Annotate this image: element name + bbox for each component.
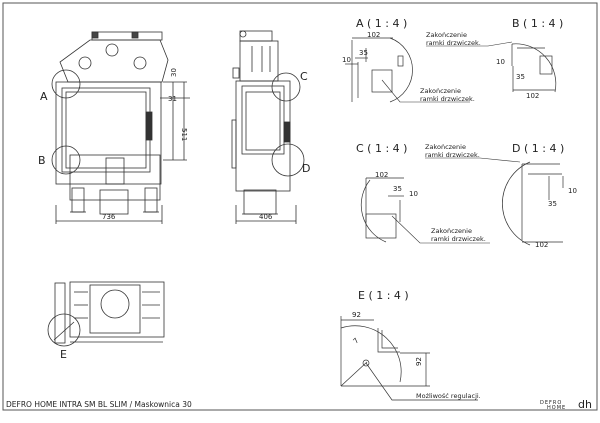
detail-e-dim-92-width: 92 [352,311,361,319]
sheet-border [2,2,598,411]
detail-a-dim-10: 10 [342,56,351,64]
dim-width: 736 [102,213,116,221]
detail-d-dim-10: 10 [568,187,577,195]
logo-text: DEFRO [540,400,562,406]
detail-c-dim-102: 102 [375,171,388,179]
detail-c-note-2-line-1: Zakończenie [431,227,472,235]
detail-b-title: B ( 1 : 4 ) [512,17,563,30]
detail-a-leader-2 [381,79,470,103]
detail-a-title: A ( 1 : 4 ) [356,17,407,30]
detail-b-dim-102: 102 [526,92,539,100]
detail-b: B ( 1 : 4 ) 10 35 102 [496,17,563,100]
dim-depth: 406 [259,213,273,221]
title-block-text: DEFRO HOME INTRA SM BL SLIM / Maskownica… [6,400,192,409]
dim-top-offset: 30 [170,68,178,77]
detail-d-dim-35: 35 [548,200,557,208]
detail-b-dim-10: 10 [496,58,505,66]
detail-c-leader-1 [425,157,521,163]
side-view [231,30,305,224]
detail-d-title: D ( 1 : 4 ) [512,142,564,155]
detail-e-title: E ( 1 : 4 ) [358,289,409,302]
detail-d: D ( 1 : 4 ) 10 35 102 [502,142,577,249]
callout-circle-c [271,72,301,102]
detail-a-note-1-line-1: Zakończenie [426,31,467,39]
detail-e-note: Możliwość regulacji. [416,392,481,400]
detail-a-note-2-line-1: Zakończenie [420,87,461,95]
detail-a-dim-102: 102 [367,31,380,39]
detail-b-dim-35: 35 [516,73,525,81]
logo-subtext: HOME [547,405,566,411]
detail-e-dim-7: 7 [352,337,361,346]
detail-e: E ( 1 : 4 ) 92 92 7 Możliwość regulacji. [340,289,481,401]
callout-label-d: D [302,162,310,175]
detail-c-leader-2 [391,215,490,244]
callout-label-c: C [300,70,308,83]
detail-c-dim-35: 35 [393,185,402,193]
callout-label-b: B [38,154,46,167]
callout-circle-d [271,143,305,177]
callout-circle-a [51,69,81,99]
detail-c-note-1-line-2: ramki drzwiczek. [425,151,480,159]
detail-c-note-2-line-2: ramki drzwiczek. [431,235,486,243]
front-view [51,31,190,224]
detail-c-dim-10: 10 [409,190,418,198]
dim-height: 511 [180,128,188,141]
dim-side-offset: 31 [168,95,177,103]
callout-label-e: E [60,348,67,361]
detail-a: A ( 1 : 4 ) 102 35 10 Zakończenie ramki … [342,17,513,103]
top-view [47,281,165,347]
logo-mark: dh [578,398,592,411]
callout-circle-b [51,145,81,175]
detail-a-note-2-line-2: ramki drzwiczek. [420,95,475,103]
detail-a-note-1-line-2: ramki drzwiczek. [426,39,481,47]
detail-a-dim-35: 35 [359,49,368,57]
detail-c-title: C ( 1 : 4 ) [356,142,407,155]
detail-e-dim-92-height: 92 [415,357,423,366]
detail-c-note-1-line-1: Zakończenie [425,143,466,151]
callout-label-a: A [40,90,48,103]
callout-circle-e [47,313,81,347]
detail-d-dim-102: 102 [535,241,548,249]
detail-a-leader-1b [487,41,513,47]
defro-logo: DEFRO HOME dh [540,398,592,411]
detail-c: C ( 1 : 4 ) 102 35 10 Zakończenie ramki … [356,142,521,244]
